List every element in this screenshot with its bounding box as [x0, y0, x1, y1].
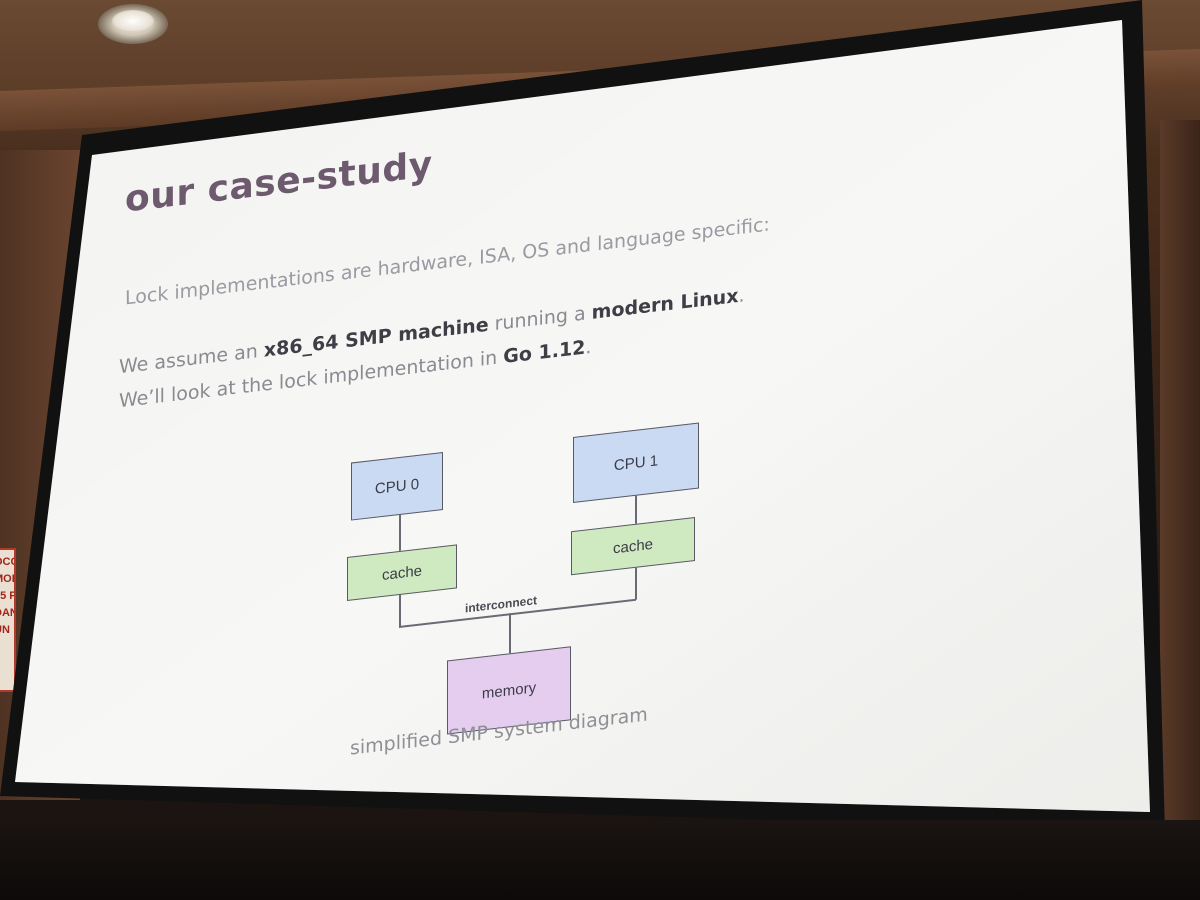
cpu0-cache-link: [399, 514, 401, 552]
assumption-os: modern Linux: [591, 285, 739, 324]
memory-label: memory: [481, 678, 537, 703]
cpu1-label: CPU 1: [613, 451, 659, 474]
sign-line: UN: [0, 624, 10, 636]
sign-line: MOR: [0, 573, 14, 585]
occupancy-sign: OCCUP MOR 05 P DANG UN: [0, 548, 16, 692]
assumption-prefix: We assume an: [119, 339, 264, 379]
cache1-label: cache: [612, 535, 654, 557]
cache0-label: cache: [381, 561, 423, 584]
cpu0-box: CPU 0: [351, 451, 443, 521]
cpu0-label: CPU 0: [374, 475, 420, 498]
slide: our case-study Lock implementations are …: [95, 0, 1135, 775]
cache1-box: cache: [571, 517, 695, 576]
occupancy-sign-text: OCCUP MOR 05 P DANG UN: [0, 554, 14, 639]
assumption-suffix: .: [738, 284, 745, 308]
interconnect-left-drop: [399, 594, 401, 628]
assumption-mid: running a: [488, 301, 592, 336]
slide-title: our case-study: [125, 144, 433, 221]
screen-lighting: [15, 20, 1150, 812]
sign-line: OCCUP: [0, 556, 14, 568]
audience-floor: [0, 820, 1200, 900]
language-version: Go 1.12: [503, 336, 586, 369]
interconnect-right-drop: [635, 567, 637, 600]
cache0-box: cache: [347, 544, 457, 602]
sign-line: 05 P: [0, 590, 16, 602]
ceiling-light-bulb: [112, 10, 154, 32]
right-wall: [1160, 120, 1200, 820]
memory-link: [509, 613, 511, 654]
cpu1-cache-link: [635, 495, 637, 524]
sign-line: DANG: [0, 607, 14, 619]
cpu1-box: CPU 1: [573, 422, 699, 504]
language-suffix: .: [585, 335, 592, 359]
